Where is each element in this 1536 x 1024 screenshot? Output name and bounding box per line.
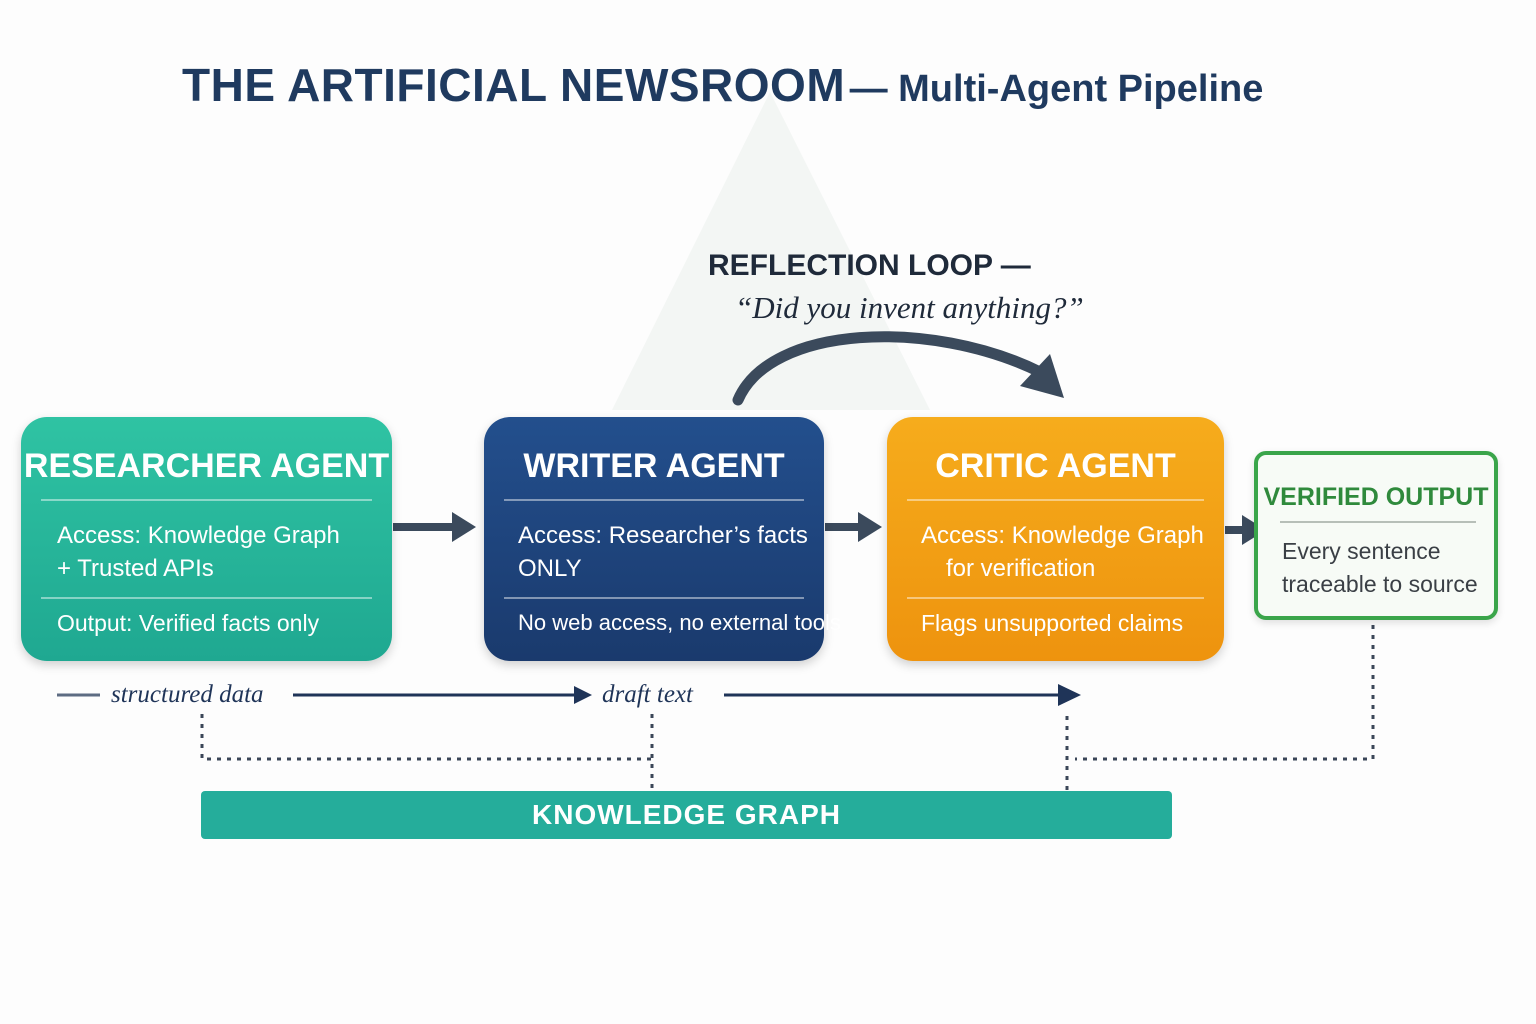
agent-access: Access: Knowledge Graph + Trusted APIs xyxy=(57,519,372,585)
researcher-agent-box: RESEARCHER AGENT Access: Knowledge Graph… xyxy=(21,417,392,661)
divider xyxy=(41,499,372,501)
writer-agent-box: WRITER AGENT Access: Researcher’s facts … xyxy=(484,417,841,661)
dotted-connectors xyxy=(200,625,1375,791)
knowledge-graph-bar: KNOWLEDGE GRAPH xyxy=(201,791,1172,839)
divider xyxy=(504,499,804,501)
divider xyxy=(1280,521,1476,523)
flow-label-structured-data: structured data xyxy=(111,681,264,708)
output-line: traceable to source xyxy=(1282,571,1478,597)
agent-note: No web access, no external tools xyxy=(518,610,841,635)
output-line: Every sentence xyxy=(1282,538,1441,564)
divider xyxy=(41,597,372,599)
flow-arrowhead-draft xyxy=(1058,684,1081,706)
divider xyxy=(907,597,1204,599)
divider xyxy=(907,499,1204,501)
agent-title: RESEARCHER AGENT xyxy=(23,447,390,485)
reflection-loop-arrow xyxy=(732,331,1046,406)
reflection-loop-arrowhead xyxy=(1020,354,1064,398)
pipeline-arrow-writer-critic xyxy=(825,512,882,542)
divider xyxy=(504,597,804,599)
verified-output-box: VERIFIED OUTPUT Every sentence traceable… xyxy=(1254,451,1498,620)
access-line: Access: Knowledge Graph xyxy=(921,522,1204,549)
agent-note: Output: Verified facts only xyxy=(57,610,320,636)
flow-arrowhead-structured xyxy=(574,686,592,704)
agent-access: Access: Knowledge Graph for verification xyxy=(921,519,1204,585)
output-description: Every sentence traceable to source xyxy=(1282,535,1486,601)
output-title: VERIFIED OUTPUT xyxy=(1263,483,1489,511)
agent-title: WRITER AGENT xyxy=(523,447,785,485)
agent-title: CRITIC AGENT xyxy=(935,447,1176,485)
access-line: ONLY xyxy=(518,555,582,582)
reflection-loop-question: “Did you invent anything?” xyxy=(735,290,1084,325)
access-line: for verification xyxy=(946,555,1096,582)
pipeline-arrow-researcher-writer xyxy=(393,512,476,542)
spotlight-shape xyxy=(612,92,930,410)
access-line: + Trusted APIs xyxy=(57,555,214,582)
title-main: THE ARTIFICIAL NEWSROOM xyxy=(182,59,846,111)
page-title: THE ARTIFICIAL NEWSROOM — Multi-Agent Pi… xyxy=(182,58,1332,112)
reflection-loop-label: REFLECTION LOOP — xyxy=(708,249,1031,282)
access-line: Access: Researcher’s facts xyxy=(518,522,808,549)
flow-label-draft-text: draft text xyxy=(602,681,693,708)
agent-note: Flags unsupported claims xyxy=(921,610,1184,636)
title-subtitle: — Multi-Agent Pipeline xyxy=(849,68,1264,110)
critic-agent-box: CRITIC AGENT Access: Knowledge Graph for… xyxy=(887,417,1224,661)
agent-access: Access: Researcher’s facts ONLY xyxy=(518,519,808,585)
access-line: Access: Knowledge Graph xyxy=(57,522,340,549)
